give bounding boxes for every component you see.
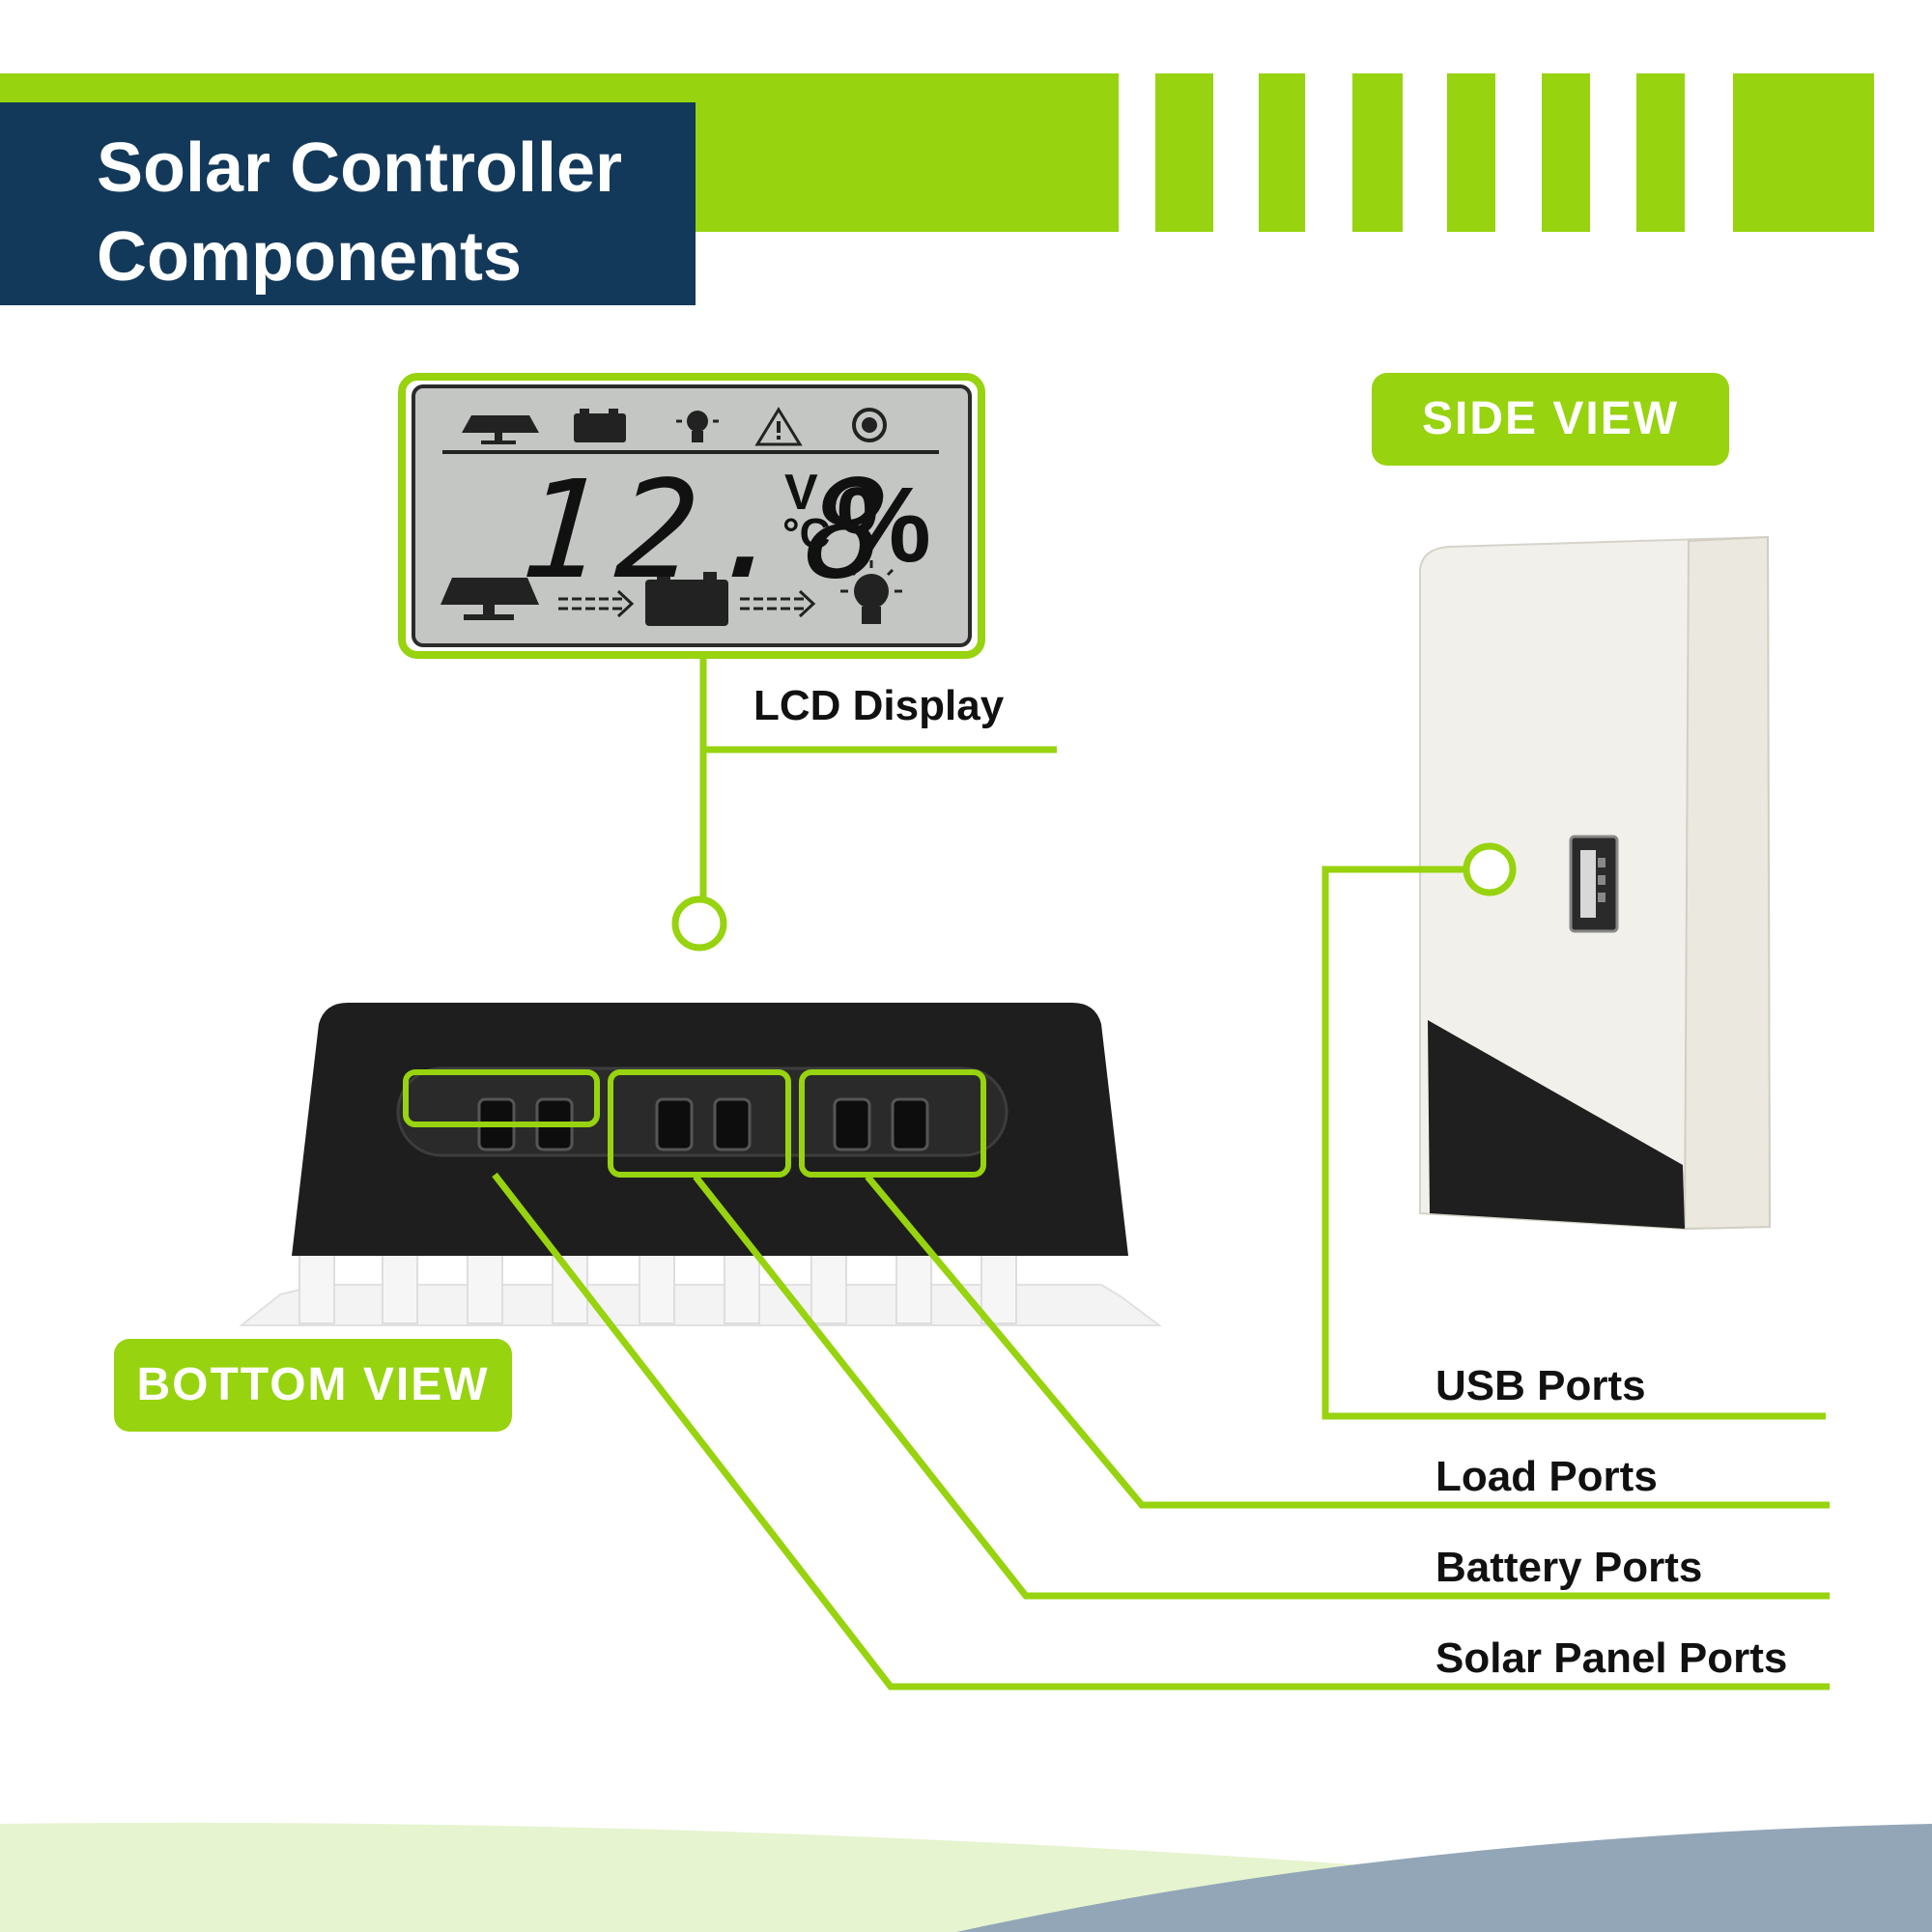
bulb-icon — [676, 411, 719, 442]
arrow-right-icon — [558, 589, 635, 618]
header-stripe — [1352, 73, 1403, 232]
bottom-wave-blue — [956, 1824, 1932, 1932]
side-view-badge: SIDE VIEW — [1372, 373, 1729, 466]
label-load-ports: Load Ports — [1435, 1453, 1658, 1500]
label-lcd-display: LCD Display — [753, 682, 1005, 729]
usb-port-icon — [1569, 835, 1619, 933]
bulb-icon — [840, 560, 902, 624]
header-stripe — [1636, 73, 1685, 232]
arrow-right-icon — [740, 589, 816, 618]
header-stripe — [1447, 73, 1495, 232]
label-usb-ports: USB Ports — [1435, 1362, 1646, 1409]
label-battery-ports: Battery Ports — [1435, 1544, 1703, 1591]
bottom-view-device — [239, 1003, 1162, 1326]
lcd-unit-volt: V — [784, 465, 818, 521]
lcd-unit-percent: % — [837, 466, 931, 584]
solar-panel-icon — [462, 415, 539, 444]
solar-panel-icon — [440, 578, 539, 620]
lcd-connector — [671, 655, 1057, 952]
load-connector — [865, 1174, 1830, 1509]
battery-connector — [693, 1174, 1830, 1600]
header-stripes — [0, 73, 1874, 232]
gear-icon — [852, 408, 887, 442]
header-stripe — [1542, 73, 1590, 232]
bottom-view-badge: BOTTOM VIEW — [114, 1339, 512, 1432]
bottom-wave-light — [0, 1822, 1352, 1932]
label-solar-panel-ports: Solar Panel Ports — [1435, 1634, 1788, 1682]
solar-port-highlight — [403, 1069, 600, 1127]
warning-icon — [754, 407, 803, 446]
side-view-device — [1419, 535, 1772, 1231]
header-stripe — [1259, 73, 1305, 232]
lcd-unit-celsius: °C — [782, 510, 831, 557]
port-connectors — [492, 1172, 1830, 1690]
battery-port-highlight — [608, 1069, 791, 1178]
page-title: Solar Controller Components — [97, 129, 623, 296]
load-port-highlight — [799, 1069, 986, 1178]
battery-icon — [645, 572, 728, 626]
battery-icon — [574, 409, 626, 442]
header-stripe — [1155, 73, 1213, 232]
usb-connector — [1321, 842, 1826, 1420]
title-box — [0, 102, 696, 305]
solar-connector — [492, 1172, 1830, 1690]
header-stripe — [1733, 73, 1874, 232]
lcd-display — [398, 373, 985, 659]
